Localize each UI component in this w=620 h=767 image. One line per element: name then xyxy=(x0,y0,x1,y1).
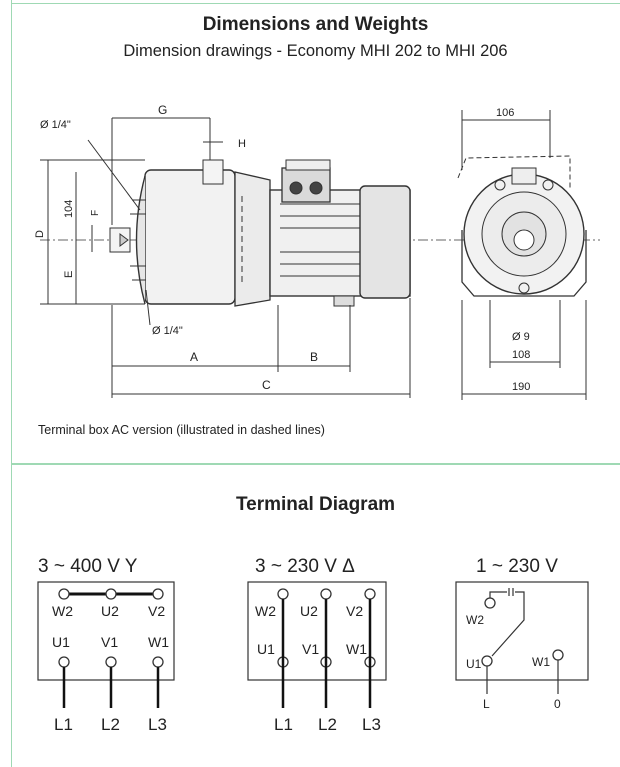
line-label: L xyxy=(483,697,490,711)
terminal-diagram-delta: 3 ~ 230 V Δ W2 U2 V2 U1 V1 W1 L1 L2 L3 xyxy=(247,556,387,734)
page-subtitle: Dimension drawings - Economy MHI 202 to … xyxy=(123,42,508,60)
terminal-label: W1 xyxy=(532,655,550,669)
dim-label-a: A xyxy=(190,350,198,364)
section-divider xyxy=(11,463,620,465)
terminal-label: W1 xyxy=(148,634,169,650)
dim-label-d: D xyxy=(34,230,46,238)
terminal-label: U1 xyxy=(466,657,482,671)
line-label: L1 xyxy=(54,715,73,734)
terminal-label: U2 xyxy=(101,603,119,619)
terminal-label: V1 xyxy=(101,634,118,650)
port-label-bottom: Ø 1/4" xyxy=(152,325,183,337)
line-label: L3 xyxy=(362,715,381,734)
dim-label-c: C xyxy=(262,378,271,392)
line-label: L1 xyxy=(274,715,293,734)
page-border-left xyxy=(11,0,12,767)
drawing-caption: Terminal box AC version (illustrated in … xyxy=(38,423,325,437)
terminal-heading-single: 1 ~ 230 V xyxy=(476,556,558,577)
line-label: L3 xyxy=(148,715,167,734)
terminal-label: W2 xyxy=(466,613,484,627)
dimension-drawing: G H F 104 D E Ø 1/4" Ø 1/4" A B C 106 Ø … xyxy=(34,103,600,400)
terminal-label: W2 xyxy=(255,603,276,619)
dim-label-104: 104 xyxy=(63,200,75,218)
dim-label-g: G xyxy=(158,103,167,117)
port-label-top: Ø 1/4" xyxy=(40,119,71,131)
terminal-heading-delta: 3 ~ 230 V Δ xyxy=(255,556,355,577)
page-border-top xyxy=(11,3,620,4)
page-title: Dimensions and Weights xyxy=(202,14,429,35)
terminal-section-title: Terminal Diagram xyxy=(235,494,396,515)
terminal-label: U1 xyxy=(52,634,70,650)
terminal-label: V2 xyxy=(346,603,363,619)
line-label: 0 xyxy=(554,697,561,711)
dim-label-dia-9: Ø 9 xyxy=(512,331,530,343)
dim-label-190: 190 xyxy=(512,381,530,393)
line-label: L2 xyxy=(101,715,120,734)
dim-label-e: E xyxy=(63,271,75,278)
terminal-label: W1 xyxy=(346,641,367,657)
line-label: L2 xyxy=(318,715,337,734)
dim-label-106: 106 xyxy=(496,107,514,119)
terminal-label: W2 xyxy=(52,603,73,619)
terminal-label: V2 xyxy=(148,603,165,619)
terminal-diagram-star: 3 ~ 400 V Y W2 U2 V2 U1 V1 W1 L1 L2 L3 xyxy=(37,556,175,734)
dim-label-b: B xyxy=(310,350,318,364)
dim-label-f: F xyxy=(90,210,101,216)
dim-label-h: H xyxy=(238,138,246,150)
terminal-label: V1 xyxy=(302,641,319,657)
terminal-label: U1 xyxy=(257,641,275,657)
dim-label-108: 108 xyxy=(512,349,530,361)
terminal-diagram-single-phase: 1 ~ 230 V W2 U1 W1 L 0 xyxy=(455,556,589,711)
terminal-label: U2 xyxy=(300,603,318,619)
terminal-heading-star: 3 ~ 400 V Y xyxy=(38,556,138,577)
